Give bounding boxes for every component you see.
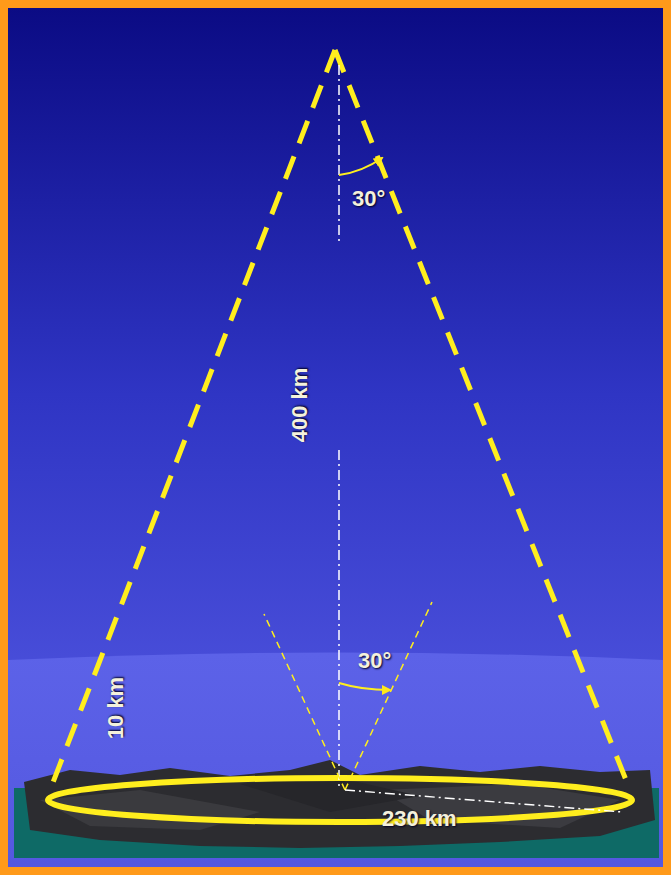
angle-label: 30° bbox=[358, 650, 391, 672]
radius-label: 230 km bbox=[382, 808, 457, 830]
altitude-label: 400 km bbox=[289, 368, 311, 443]
angle-label: 30° bbox=[352, 188, 385, 210]
height-label: 10 km bbox=[105, 677, 127, 739]
